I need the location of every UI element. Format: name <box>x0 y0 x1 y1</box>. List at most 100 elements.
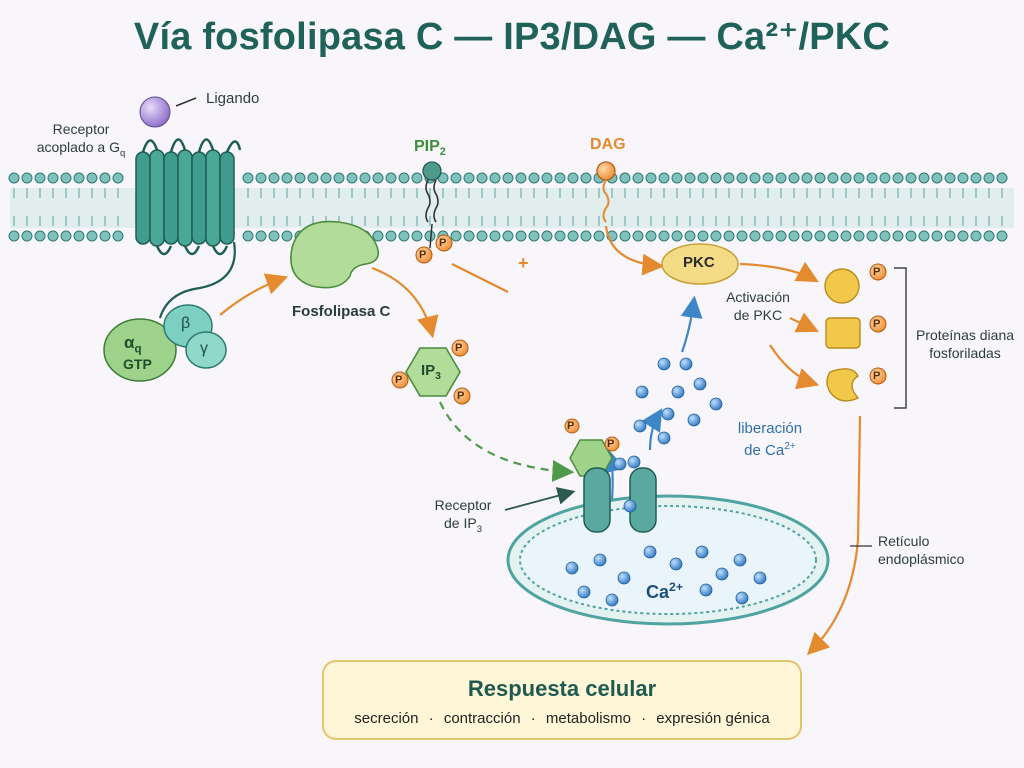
response-item: expresión génica <box>656 710 770 727</box>
lipid-head <box>788 230 800 242</box>
calcium-ion <box>657 357 671 371</box>
lipid-head <box>242 230 254 242</box>
lipid-head <box>671 172 683 184</box>
lipid-head <box>554 230 566 242</box>
lipid-head <box>970 172 982 184</box>
lipid-head <box>34 230 46 242</box>
pkc-enzyme <box>661 243 739 285</box>
lipid-head <box>515 230 527 242</box>
lipid-head <box>411 230 423 242</box>
lipid-head <box>528 172 540 184</box>
phosphate-label: P <box>873 370 881 382</box>
lipid-head <box>736 230 748 242</box>
lipid-head <box>580 172 592 184</box>
ip3-receptor-channel <box>564 418 657 533</box>
lipid-head <box>697 230 709 242</box>
calcium-ion <box>633 419 647 433</box>
lipid-head <box>918 230 930 242</box>
lipid-head <box>775 172 787 184</box>
calcium-ion <box>623 499 637 513</box>
phospholipase-c-label: Fosfolipasa C <box>292 303 391 320</box>
lipid-head <box>684 172 696 184</box>
lipid-head <box>866 230 878 242</box>
phosphate-label: P <box>873 266 881 278</box>
lipid-head <box>21 172 33 184</box>
phosphate-label: P <box>455 342 463 354</box>
calcium-ion <box>669 557 683 571</box>
calcium-ion <box>699 583 713 597</box>
lipid-head <box>905 230 917 242</box>
lipid-head <box>866 172 878 184</box>
lipid-head <box>983 172 995 184</box>
calcium-ion <box>715 567 729 581</box>
phosphate-label: P <box>395 374 403 386</box>
cell-response-items: secreción · contracción · metabolismo · … <box>324 710 800 727</box>
plus-sign: + <box>518 253 529 273</box>
lipid-head <box>554 172 566 184</box>
calcium-ion <box>577 585 591 599</box>
gtp-label: GTP <box>123 356 152 372</box>
calcium-ion <box>693 377 707 391</box>
calcium-ion <box>627 455 641 469</box>
calcium-ion <box>753 571 767 585</box>
lipid-head <box>281 172 293 184</box>
lipid-head <box>463 230 475 242</box>
lipid-head <box>21 230 33 242</box>
phosphate-label: P <box>873 318 881 330</box>
lipid-head <box>723 172 735 184</box>
lipid-head <box>801 230 813 242</box>
calcium-ion <box>671 385 685 399</box>
calcium-ion <box>733 553 747 567</box>
calcium-ion <box>593 553 607 567</box>
calcium-ion <box>661 407 675 421</box>
pip2-molecule <box>415 161 453 264</box>
lipid-head <box>320 172 332 184</box>
lipid-head <box>944 230 956 242</box>
lipid-head <box>398 172 410 184</box>
calcium-ion <box>735 591 749 605</box>
separator-dot: · <box>530 710 536 727</box>
calcium-ion <box>709 397 723 411</box>
lipid-head <box>983 230 995 242</box>
ip3-molecule <box>391 339 471 405</box>
lipid-head <box>762 230 774 242</box>
lipid-head <box>333 172 345 184</box>
lipid-head <box>307 172 319 184</box>
lipid-head <box>996 172 1008 184</box>
phosphate-label: P <box>567 420 575 432</box>
phosphate-label: P <box>457 390 465 402</box>
g-protein <box>103 304 227 382</box>
lipid-head <box>8 172 20 184</box>
pkc-activation-label: Activación de PKC <box>726 289 790 323</box>
lipid-head <box>619 230 631 242</box>
lipid-head <box>242 172 254 184</box>
calcium-ion <box>687 413 701 427</box>
lipid-head <box>710 172 722 184</box>
lipid-head <box>112 172 124 184</box>
lipid-head <box>853 230 865 242</box>
lipid-head <box>34 172 46 184</box>
lipid-head <box>658 172 670 184</box>
ligand-label: Ligando <box>206 90 260 107</box>
calcium-ions <box>565 357 767 607</box>
lipid-head <box>502 230 514 242</box>
response-item: metabolismo <box>545 710 631 727</box>
lipid-head <box>346 172 358 184</box>
lipid-head <box>697 172 709 184</box>
lipid-head <box>255 230 267 242</box>
calcium-ion <box>643 545 657 559</box>
ip3-label: IP3 <box>421 362 441 382</box>
lipid-head <box>788 172 800 184</box>
lipid-head <box>281 230 293 242</box>
dag-label: DAG <box>590 136 626 153</box>
lipid-head <box>840 230 852 242</box>
phospholipase-c-shape <box>290 220 380 289</box>
lipid-head <box>60 230 72 242</box>
ligand <box>139 96 197 128</box>
lipid-head <box>710 230 722 242</box>
lipid-head <box>892 230 904 242</box>
lipid-head <box>489 172 501 184</box>
lipid-head <box>736 172 748 184</box>
lipid-head <box>489 230 501 242</box>
calcium-ion <box>695 545 709 559</box>
